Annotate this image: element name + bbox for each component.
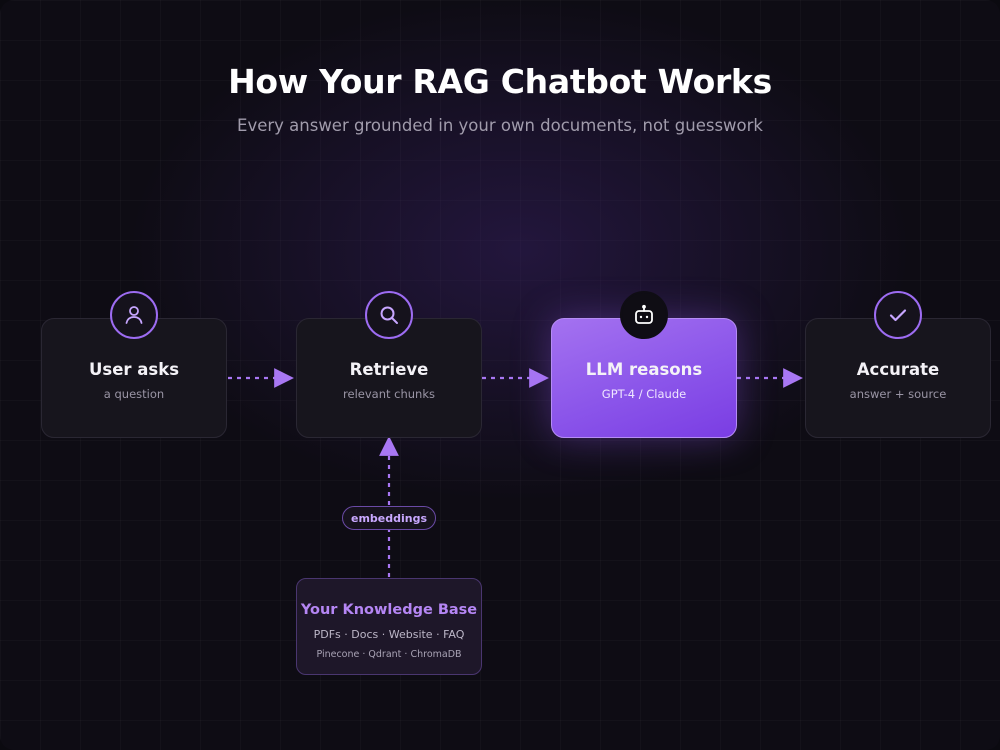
knowledge-base-title: Your Knowledge Base — [300, 602, 478, 618]
step-subtitle: answer + source — [849, 387, 947, 401]
page-subtitle: Every answer grounded in your own docume… — [237, 116, 763, 135]
knowledge-base-card: Your Knowledge Base PDFs · Docs · Websit… — [296, 578, 482, 675]
step-subtitle: GPT-4 / Claude — [601, 387, 687, 401]
step-card-user-asks: User asks a question — [41, 318, 227, 438]
bot-icon — [620, 291, 668, 339]
page-title: How Your RAG Chatbot Works — [228, 62, 772, 101]
knowledge-base-stores: Pinecone · Qdrant · ChromaDB — [316, 649, 462, 660]
step-subtitle: a question — [103, 387, 165, 401]
search-icon — [365, 291, 413, 339]
knowledge-base-sources: PDFs · Docs · Website · FAQ — [313, 628, 465, 641]
step-title: User asks — [88, 360, 180, 379]
check-icon — [874, 291, 922, 339]
step-title: LLM reasons — [585, 360, 703, 379]
step-card-accurate: Accurate answer + source — [805, 318, 991, 438]
embeddings-label: embeddings — [342, 506, 436, 530]
step-title: Accurate — [856, 360, 940, 379]
step-title: Retrieve — [349, 360, 429, 379]
step-subtitle: relevant chunks — [343, 387, 435, 401]
user-icon — [110, 291, 158, 339]
